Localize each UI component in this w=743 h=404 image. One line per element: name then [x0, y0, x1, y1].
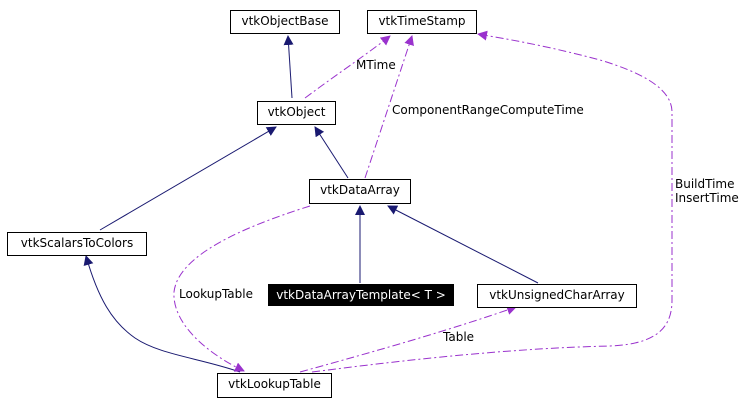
node-vtkdataarray[interactable]: vtkDataArray — [309, 179, 411, 204]
edge-vtkdataarray-lookuptable-vtklookuptable — [173, 205, 311, 372]
edge-vtkdataarray-componentrange-vtktimestamp — [364, 35, 414, 179]
edge-vtkscalarstocolors-to-vtkobject — [99, 126, 277, 231]
edge-vtkobject-to-vtkobjectbase — [283, 35, 294, 99]
edge-vtklookuptable-to-vtkscalarstocolors — [83, 255, 241, 373]
edge-label-lookup-table: LookupTable — [179, 287, 253, 301]
node-vtkobject[interactable]: vtkObject — [257, 101, 336, 125]
node-vtktimestamp[interactable]: vtkTimeStamp — [367, 10, 477, 34]
edge-vtkdataarray-to-vtkobject — [314, 126, 349, 179]
node-vtkobjectbase[interactable]: vtkObjectBase — [230, 10, 340, 34]
edge-vtklookuptable-buildtime-vtktimestamp — [311, 30, 673, 373]
edge-vtkunsignedchararray-to-vtkdataarray — [387, 205, 539, 284]
node-vtkunsignedchararray[interactable]: vtkUnsignedCharArray — [477, 284, 637, 308]
edge-vtkobject-mtime-vtktimestamp — [304, 35, 391, 99]
edge-vtklookuptable-table-vtkunsignedchararray — [299, 305, 517, 373]
edge-label-component-range-compute-time: ComponentRangeComputeTime — [392, 103, 584, 117]
node-vtklookuptable[interactable]: vtkLookupTable — [217, 373, 332, 398]
edge-label-mtime: MTime — [356, 58, 396, 72]
edge-label-table: Table — [443, 330, 475, 344]
edge-label-build-time: BuildTime — [675, 177, 735, 191]
node-vtkscalarstocolors[interactable]: vtkScalarsToColors — [7, 232, 147, 256]
node-vtkdataarraytemplate: vtkDataArrayTemplate< T > — [268, 284, 454, 306]
edge-label-insert-time: InsertTime — [675, 191, 739, 205]
